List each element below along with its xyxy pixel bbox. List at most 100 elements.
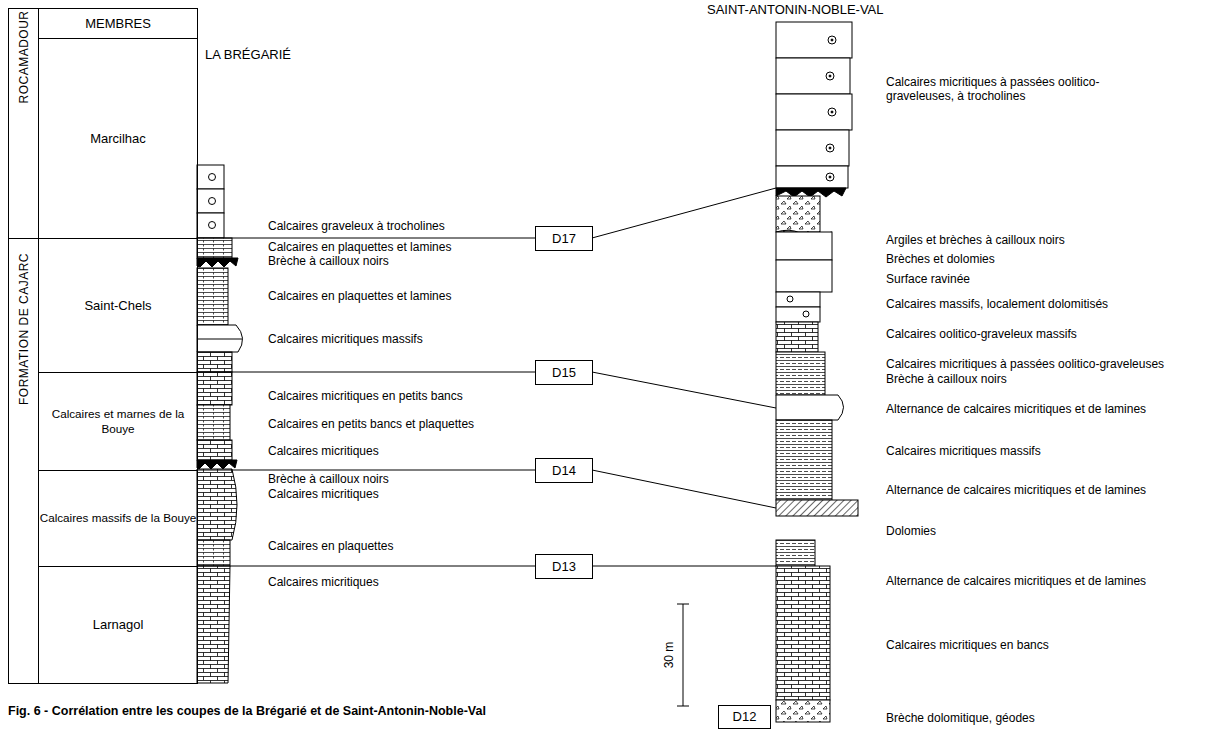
- rock-description: Brèche dolomitique, géodes: [886, 712, 1035, 726]
- micrite-bed: [197, 352, 232, 372]
- rock-description: Calcaires micritiques à passées oolitico…: [886, 76, 1116, 104]
- oolite-symbol: [826, 72, 834, 80]
- rock-description: Calcaires micritiques massifs: [886, 445, 1041, 459]
- grainstone-bed: [776, 166, 848, 188]
- bed-line: [197, 339, 242, 340]
- oolite-dot: [829, 147, 831, 149]
- oolite-symbol: [787, 296, 793, 302]
- dolomite-bed: [776, 500, 858, 516]
- laminite-bed: [776, 352, 825, 395]
- figure-caption: Fig. 6 - Corrélation entre les coupes de…: [8, 704, 486, 718]
- rock-description: Dolomies: [886, 525, 936, 539]
- laminite-bed: [776, 420, 832, 500]
- sample-id: D13: [552, 559, 576, 575]
- micrite-bed: [197, 469, 237, 540]
- rock-description: Alternance de calcaires micritiques et d…: [886, 403, 1146, 417]
- oolite-symbol: [828, 36, 836, 44]
- member-name: Marcilhac: [90, 131, 146, 147]
- sample-box: D15: [535, 360, 593, 385]
- rock-description: Calcaires micritiques: [268, 576, 379, 590]
- rock-description: Brèches et dolomies: [886, 253, 995, 267]
- oolite-dot: [829, 75, 831, 77]
- member-cell: Larnagol: [38, 566, 198, 684]
- sample-id: D14: [552, 463, 576, 479]
- rock-description: Alternance de calcaires micritiques et d…: [886, 484, 1146, 498]
- micrite-bed: [197, 566, 230, 683]
- massive-bed: [776, 395, 844, 420]
- grainstone-bed: [776, 292, 820, 307]
- platy-bed: [197, 540, 230, 566]
- platy-bed: [197, 238, 232, 258]
- platy-bed: [197, 405, 230, 440]
- grainstone-bed: [197, 165, 224, 189]
- rock-description: Calcaires graveleux à trocholines: [268, 220, 445, 234]
- sample-box: D17: [535, 226, 593, 251]
- correlation-line: [197, 566, 776, 567]
- micrite-bed: [776, 322, 818, 352]
- breccia-bed: [776, 196, 820, 232]
- grainstone-bed: [776, 22, 852, 58]
- formation-cell: FORMATION DE CAJARC: [8, 238, 39, 684]
- sample-id: D12: [733, 709, 757, 725]
- sample-id: D15: [552, 365, 576, 381]
- saint-antonin-column: [776, 22, 858, 722]
- oolite-symbol: [209, 174, 216, 181]
- member-cell: Calcaires massifs de la Bouye: [38, 470, 198, 567]
- oolite-dot: [831, 39, 833, 41]
- rock-description: Brèche à cailloux noirs: [268, 255, 389, 269]
- rock-description: Calcaires en plaquettes et lamines: [268, 290, 451, 304]
- member-name: Calcaires et marnes de la Bouye: [39, 407, 197, 435]
- member-cell: Marcilhac: [38, 38, 198, 239]
- rock-description: Calcaires micritiques à passées oolitico…: [886, 358, 1164, 372]
- massive-bed: [776, 260, 832, 292]
- grainstone-bed: [776, 130, 849, 166]
- formation-cell: ROCAMADOUR: [8, 8, 39, 239]
- scale-label: 30 m: [663, 642, 677, 669]
- rock-description: Calcaires micritiques en bancs: [886, 639, 1049, 653]
- rock-description: Calcaires massifs, localement dolomitisé…: [886, 298, 1108, 312]
- breccia-bed: [776, 700, 830, 722]
- oolite-symbol: [828, 108, 836, 116]
- correlation-line: [197, 188, 776, 238]
- oolite-symbol: [209, 198, 216, 205]
- sample-box: D12: [718, 705, 771, 729]
- platy-bed: [197, 268, 228, 325]
- member-name: Saint-Chels: [84, 298, 151, 314]
- rock-description: Calcaires en plaquettes et lamines: [268, 241, 451, 255]
- sample-box: D13: [535, 554, 593, 579]
- correlation-line: [197, 372, 776, 408]
- member-name: MEMBRES: [85, 16, 151, 32]
- rock-description: Brèche à cailloux noirs: [886, 373, 1007, 387]
- massive-bed: [197, 325, 243, 352]
- rock-description: Surface ravinée: [886, 273, 970, 287]
- oolite-symbol: [826, 144, 834, 152]
- sample-box: D14: [535, 458, 593, 483]
- scale-bar: [677, 604, 689, 706]
- header-cell: MEMBRES: [38, 8, 198, 39]
- rock-description: Brèche à cailloux noirs: [268, 473, 389, 487]
- formation-name: ROCAMADOUR: [17, 10, 31, 103]
- sample-id: D17: [552, 231, 576, 247]
- black-breccia: [197, 460, 237, 469]
- oolite-symbol: [803, 311, 809, 317]
- section-name: LA BRÉGARIÉ: [205, 48, 291, 63]
- rock-description: Calcaires en petits bancs et plaquettes: [268, 418, 474, 432]
- bregarie-column: [197, 165, 243, 683]
- grainstone-bed: [776, 94, 852, 130]
- grainstone-bed: [776, 58, 850, 94]
- laminite-bed: [776, 540, 815, 566]
- rock-description: Calcaires micritiques: [268, 445, 379, 459]
- oolite-symbol: [209, 222, 216, 229]
- member-cell: Saint-Chels: [38, 238, 198, 373]
- oolite-dot: [831, 111, 833, 113]
- correlation-lines: [197, 188, 776, 566]
- rock-description: Calcaires micritiques: [268, 488, 379, 502]
- grainstone-bed: [197, 189, 224, 213]
- correlation-line: [197, 470, 776, 508]
- rock-description: Alternance de calcaires micritiques et d…: [886, 575, 1146, 589]
- massive-bed: [776, 232, 832, 260]
- rock-description: Calcaires micritiques massifs: [268, 333, 423, 347]
- oolite-symbol: [826, 173, 834, 181]
- grainstone-bed: [197, 213, 224, 238]
